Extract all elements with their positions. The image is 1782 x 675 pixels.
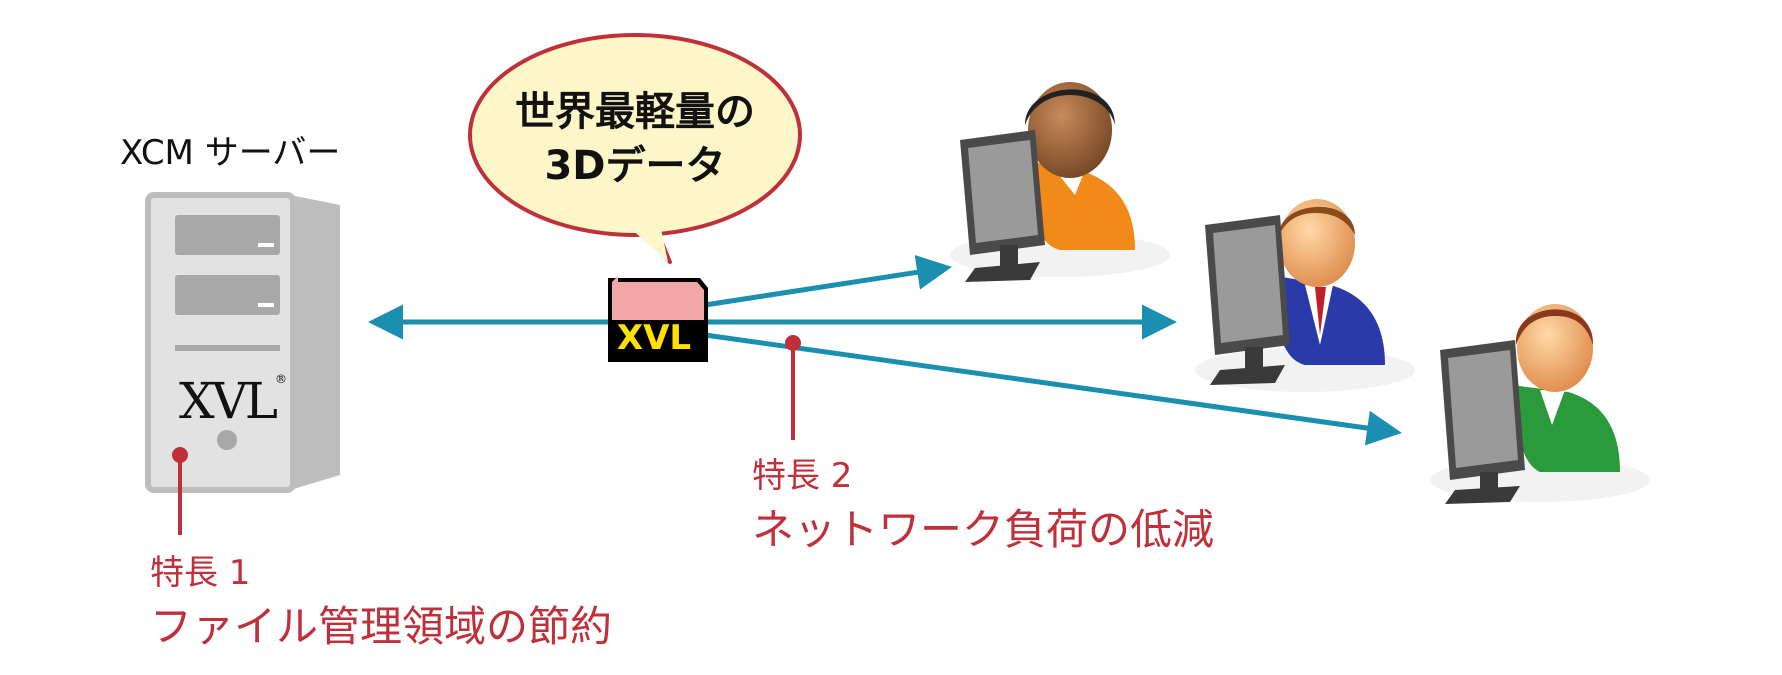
feature-2-label: 特長 2 <box>752 456 853 496</box>
feature-2-marker <box>785 335 801 440</box>
feature-1-description: ファイル管理領域の節約 <box>150 602 613 651</box>
feature-1-label: 特長 1 <box>150 553 251 593</box>
speech-bubble <box>468 33 802 264</box>
bubble-text: 世界最軽量の 3Dデータ <box>475 85 795 193</box>
server-title: XCM サーバー <box>120 133 341 173</box>
user-2-computer-icon <box>1195 199 1415 392</box>
server-tower-icon <box>145 192 340 493</box>
user-1-computer-icon <box>950 82 1170 282</box>
file-label: XVL <box>616 318 692 358</box>
data-flow-arrows <box>368 254 1402 446</box>
server-xvl-logo: XVL® <box>179 372 287 430</box>
bubble-line-2: 3Dデータ <box>544 143 726 189</box>
feature-1-marker <box>172 447 188 535</box>
arrow-to-user-3 <box>704 332 1402 446</box>
arrow-to-user-1 <box>704 254 952 308</box>
bubble-line-1: 世界最軽量の <box>515 89 755 135</box>
feature-2-description: ネットワーク負荷の低減 <box>752 505 1215 554</box>
user-3-computer-icon <box>1430 304 1650 504</box>
xvl-file-icon <box>608 276 708 362</box>
